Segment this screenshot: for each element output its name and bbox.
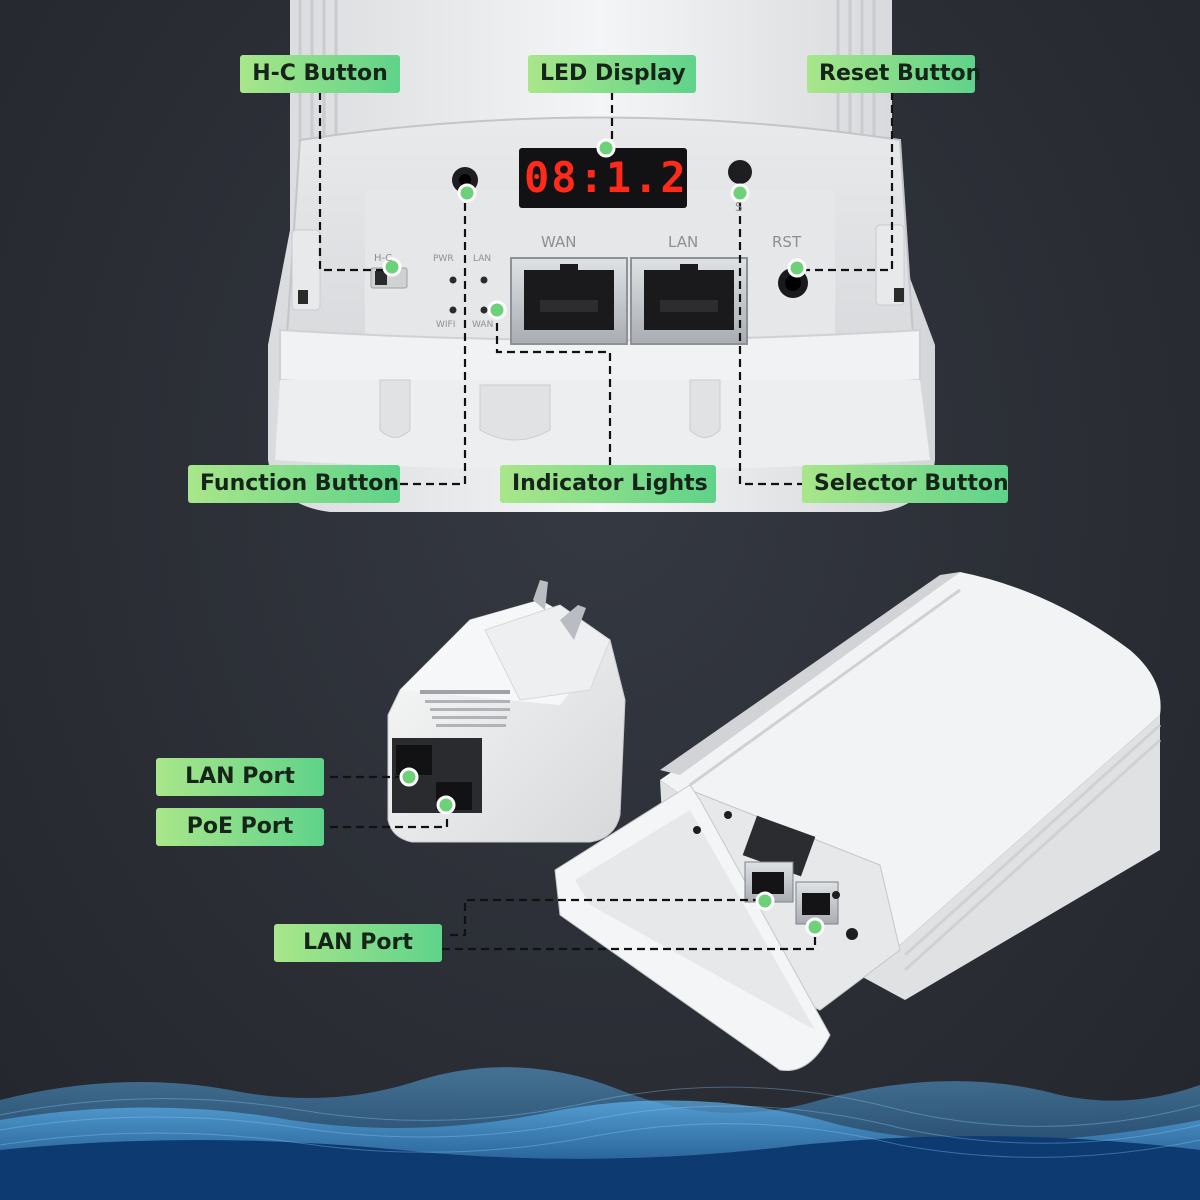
- lan-port-label: LAN: [668, 233, 699, 251]
- hc-switch-label: H-C: [374, 253, 393, 264]
- reset-button-callout: Reset Button: [807, 55, 981, 93]
- poe-port-callout: PoE Port: [156, 808, 324, 846]
- rst-label: RST: [772, 233, 802, 251]
- cpe-device-front: [268, 0, 935, 512]
- callout-dots: [382, 138, 825, 937]
- hc-switch: [375, 271, 387, 285]
- led-readout: 08:1.2: [524, 153, 688, 202]
- selector-button-callout: Selector Button: [802, 465, 1009, 503]
- wan-port: [510, 257, 628, 345]
- selector-button: [728, 160, 752, 184]
- wan-port-label: WAN: [541, 233, 577, 251]
- adapter-lan-port-callout: LAN Port: [156, 758, 324, 796]
- indicator-lights-callout: Indicator Lights: [500, 465, 716, 503]
- lan-indicator-label: LAN: [473, 254, 492, 264]
- selector-mark: S: [735, 200, 743, 214]
- device-lan-port-callout: LAN Port: [274, 924, 442, 962]
- poe-adapter: [387, 580, 626, 843]
- indicator-leds: [449, 276, 488, 314]
- led-display-callout: LED Display: [528, 55, 696, 93]
- lan-port: [630, 257, 748, 345]
- led-display: [519, 148, 687, 208]
- function-button-callout: Function Button: [188, 465, 400, 503]
- cpe-device-angled: [554, 572, 1162, 1072]
- hc-button-callout: H-C Button: [240, 55, 400, 93]
- wave-decoration: [0, 1067, 1200, 1200]
- wifi-indicator-label: WIFI: [436, 320, 456, 330]
- pwr-indicator-label: PWR: [433, 254, 454, 264]
- wan-indicator-label: WAN: [472, 320, 494, 330]
